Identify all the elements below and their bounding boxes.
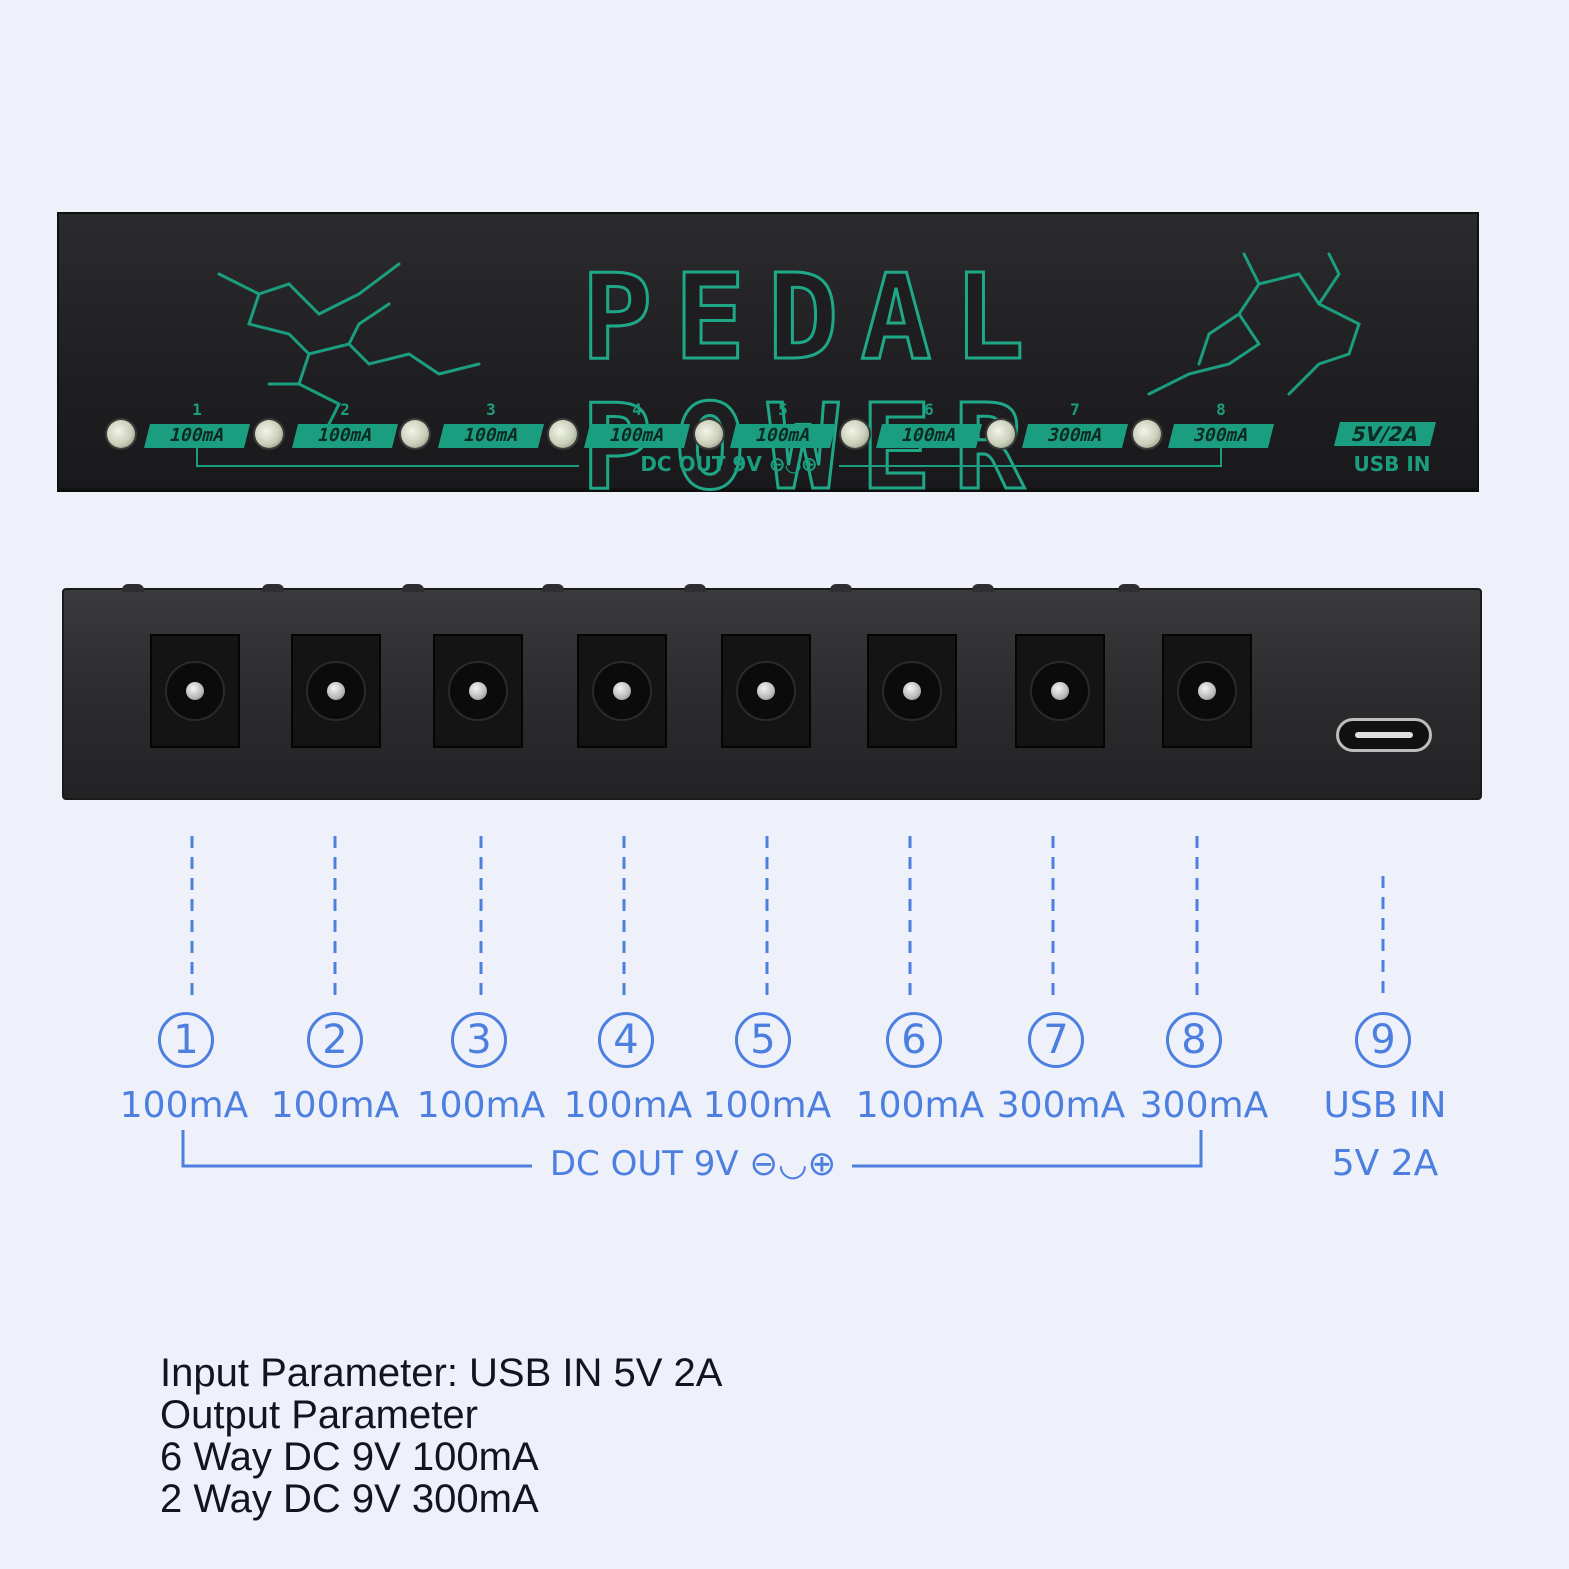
- led-indicator-5: [695, 420, 723, 448]
- led-bump: [1118, 584, 1140, 592]
- dc-jack-6[interactable]: [867, 634, 957, 748]
- led-indicator-4: [549, 420, 577, 448]
- port-current-8: 300mA: [1139, 1085, 1269, 1126]
- dc-jack-3[interactable]: [433, 634, 523, 748]
- led-bump: [122, 584, 144, 592]
- top-port-number-6: 6: [924, 400, 934, 419]
- port-current-4: 100mA: [563, 1085, 693, 1126]
- usb-in-label: USB IN: [1323, 1085, 1447, 1126]
- port-current-6: 100mA: [855, 1085, 985, 1126]
- led-bump: [542, 584, 564, 592]
- spec-output-heading: Output Parameter: [160, 1393, 478, 1437]
- port-current-7: 300mA: [996, 1085, 1126, 1126]
- port-number-9: 9: [1355, 1012, 1411, 1068]
- top-port-number-2: 2: [340, 400, 350, 419]
- led-bump: [402, 584, 424, 592]
- port-number-8: 8: [1166, 1012, 1222, 1068]
- port-number-5: 5: [735, 1012, 791, 1068]
- led-bump: [830, 584, 852, 592]
- top-port-number-3: 3: [486, 400, 496, 419]
- led-indicator-2: [255, 420, 283, 448]
- crack-graphic: [217, 252, 1361, 426]
- port-current-1: 100mA: [119, 1085, 249, 1126]
- led-indicator-8: [1133, 420, 1161, 448]
- dc-out-label: DC OUT 9V ⊖◡⊕: [549, 1144, 837, 1184]
- spec-output-300ma: 2 Way DC 9V 300mA: [160, 1477, 539, 1521]
- port-number-4: 4: [598, 1012, 654, 1068]
- spec-text-block: Input Parameter: USB IN 5V 2A Output Par…: [160, 1352, 722, 1520]
- led-indicator-1: [107, 420, 135, 448]
- spec-output-100ma: 6 Way DC 9V 100mA: [160, 1435, 539, 1479]
- top-dc-bracket: [196, 448, 1222, 467]
- led-indicator-3: [401, 420, 429, 448]
- port-number-6: 6: [886, 1012, 942, 1068]
- port-current-5: 100mA: [702, 1085, 832, 1126]
- spec-input-parameter: Input Parameter: USB IN 5V 2A: [160, 1351, 723, 1395]
- top-usb-in-label: USB IN: [1353, 452, 1431, 476]
- device-top-view: PEDAL POWER 1 100mA 2 100mA 3 100mA 4 10…: [57, 212, 1479, 514]
- led-bump: [262, 584, 284, 592]
- led-indicator-6: [841, 420, 869, 448]
- port-number-3: 3: [451, 1012, 507, 1068]
- top-port-number-1: 1: [192, 400, 202, 419]
- led-indicator-7: [987, 420, 1015, 448]
- dc-jack-5[interactable]: [721, 634, 811, 748]
- port-number-2: 2: [307, 1012, 363, 1068]
- top-dc-out-label: DC OUT 9V ⊖◡⊕: [640, 452, 818, 476]
- port-current-3: 100mA: [416, 1085, 546, 1126]
- led-bump: [972, 584, 994, 592]
- top-port-number-4: 4: [632, 400, 642, 419]
- led-bump: [684, 584, 706, 592]
- port-current-2: 100mA: [270, 1085, 400, 1126]
- usb-rating-label: 5V 2A: [1331, 1143, 1439, 1184]
- device-rear-view: [62, 584, 1482, 800]
- dc-jack-1[interactable]: [150, 634, 240, 748]
- dc-jack-4[interactable]: [577, 634, 667, 748]
- top-port-number-8: 8: [1216, 400, 1226, 419]
- dc-jack-7[interactable]: [1015, 634, 1105, 748]
- top-port-number-7: 7: [1070, 400, 1080, 419]
- port-number-7: 7: [1028, 1012, 1084, 1068]
- usb-c-port[interactable]: [1336, 718, 1432, 752]
- top-port-number-5: 5: [778, 400, 788, 419]
- dc-jack-2[interactable]: [291, 634, 381, 748]
- port-number-1: 1: [158, 1012, 214, 1068]
- dc-jack-8[interactable]: [1162, 634, 1252, 748]
